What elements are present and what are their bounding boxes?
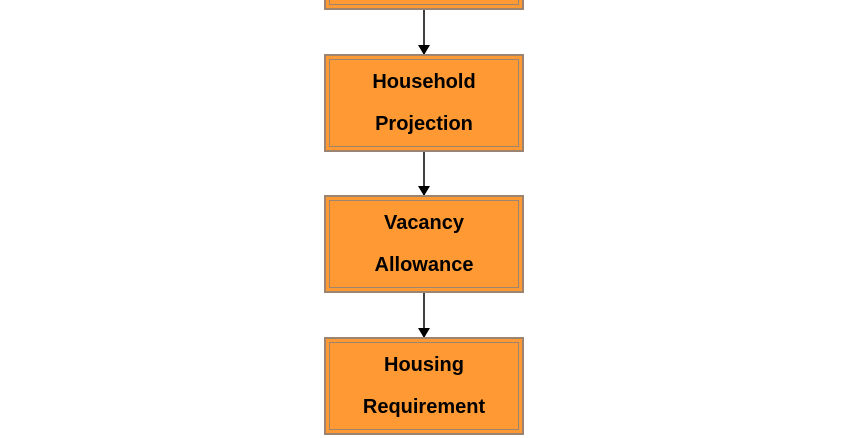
box-household-projection: Household Projection xyxy=(324,54,524,152)
box-household-line2: Projection xyxy=(375,113,473,135)
box-housing-line1: Housing xyxy=(384,354,464,376)
box-vacancy-line1: Vacancy xyxy=(383,212,465,234)
box-housing-line2: Requirement xyxy=(362,396,486,418)
box-top-partial xyxy=(324,0,524,10)
box-household-line1: Household xyxy=(372,71,476,93)
box-vacancy-allowance: Vacancy Allowance xyxy=(324,195,524,293)
box-vacancy-line2: Allowance xyxy=(374,254,474,276)
box-housing-requirement: Housing Requirement xyxy=(324,337,524,435)
